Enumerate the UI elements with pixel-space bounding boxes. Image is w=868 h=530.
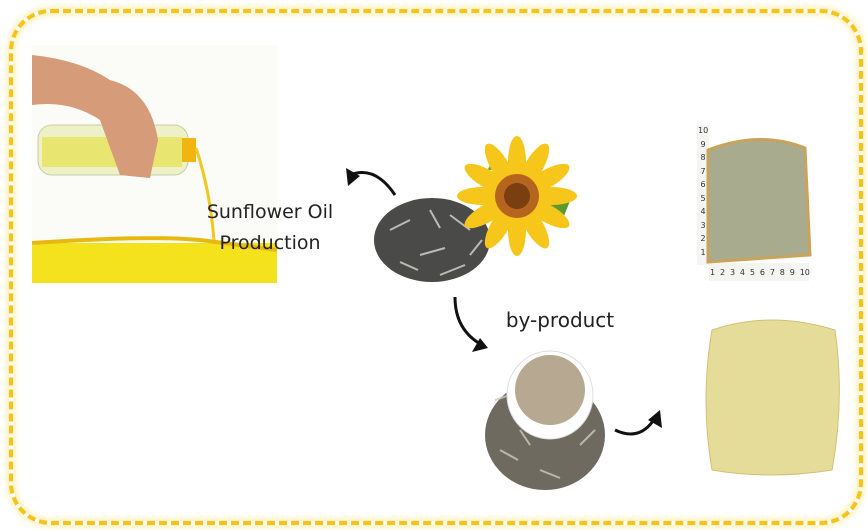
oil-production-label: Sunflower Oil Production	[195, 197, 345, 259]
ruler-tick: 7	[769, 268, 775, 277]
ruler-vertical: 10 9 8 7 6 5 4 3 2 1	[698, 124, 708, 259]
ruler-tick: 10	[799, 268, 810, 277]
sunflower	[457, 136, 577, 256]
ruler-tick: 3	[729, 268, 736, 277]
ruler-tick: 4	[739, 268, 745, 277]
ruler-tick: 2	[719, 268, 726, 277]
oil-label-line2: Production	[219, 232, 321, 254]
arrow-to-byproduct	[453, 296, 483, 347]
oil-label-line1: Sunflower Oil	[206, 201, 334, 223]
ruler-tick: 8	[700, 153, 706, 162]
ruler-tick: 4	[700, 207, 706, 216]
bread-slice-photo	[697, 125, 812, 281]
ruler-tick: 1	[710, 268, 716, 277]
ruler-tick: 1	[700, 247, 706, 257]
ruler-tick: 5	[700, 193, 706, 203]
ruler-tick: 9	[789, 268, 795, 277]
ruler-tick: 7	[700, 166, 706, 176]
seed-meal-bowl	[485, 350, 605, 490]
oil-pouring-photo	[31, 45, 278, 283]
sunflower-seeds	[374, 198, 490, 282]
ruler-tick: 10	[698, 126, 709, 135]
ruler-tick: 8	[779, 268, 785, 277]
ruler-horizontal: 1 2 3 4 5 6 7 8 9 10	[710, 268, 810, 277]
ruler-tick: 6	[700, 180, 706, 189]
ruler-tick: 5	[749, 268, 755, 277]
bread-loaf-photo	[705, 319, 840, 476]
ruler-tick: 3	[700, 220, 706, 230]
byproduct-label: by-product	[505, 308, 615, 332]
ruler-tick: 2	[700, 234, 706, 243]
ruler-tick: 9	[700, 139, 706, 149]
dashed-frame	[9, 9, 863, 525]
ruler-tick: 6	[759, 268, 765, 277]
